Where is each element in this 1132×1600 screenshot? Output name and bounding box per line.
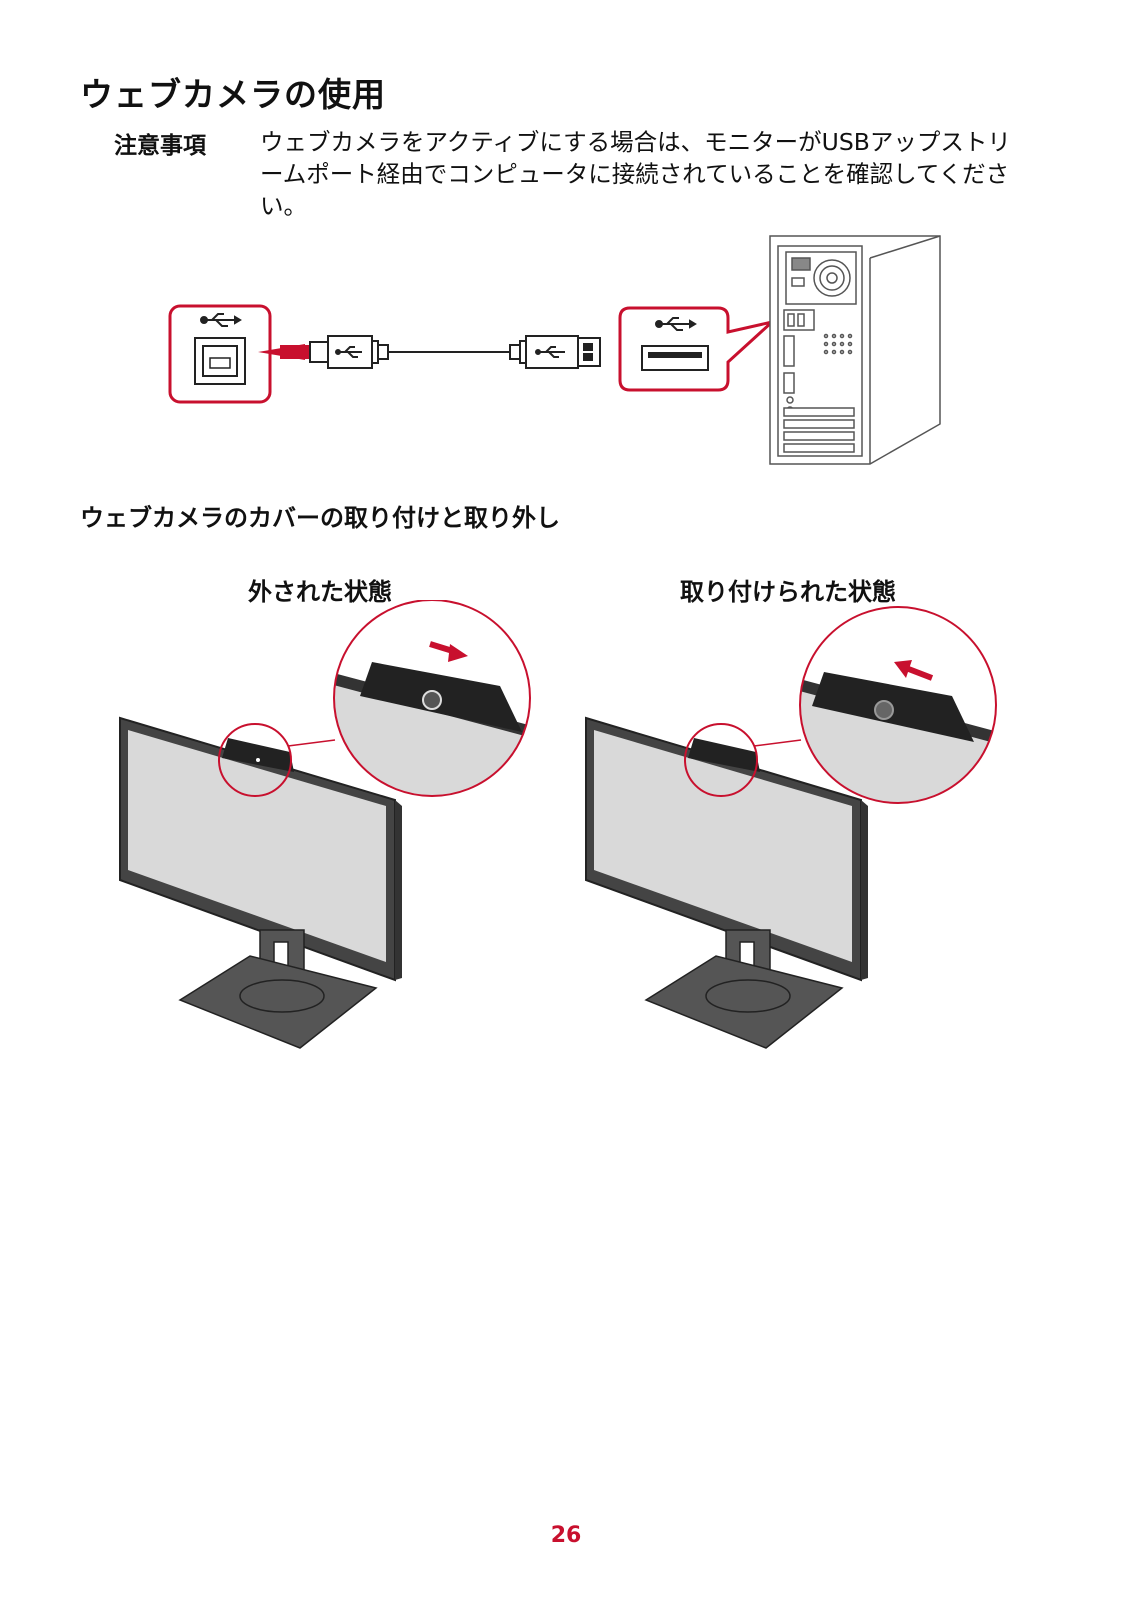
monitor-body bbox=[119, 716, 402, 982]
webcam-small bbox=[688, 738, 760, 772]
webcam-small bbox=[222, 738, 294, 772]
zoom-circle-small bbox=[684, 723, 758, 797]
usb-connection-illustration bbox=[168, 235, 941, 465]
note-label: 注意事項 bbox=[114, 133, 206, 159]
zoom-circle-small bbox=[218, 723, 292, 797]
page-number: 26 bbox=[550, 1523, 582, 1548]
zoom-circle-large bbox=[799, 606, 997, 804]
monitor-cover-attached-illustration bbox=[585, 606, 997, 1049]
pc-tower bbox=[769, 235, 941, 465]
page-title: ウェブカメラの使用 bbox=[80, 75, 386, 114]
camera-lens-icon bbox=[422, 690, 442, 710]
camera-lens-icon bbox=[874, 700, 894, 720]
label-cover-attached: 取り付けられた状態 bbox=[680, 578, 896, 606]
usb-b-plug bbox=[309, 335, 389, 369]
usb-a-plug bbox=[509, 335, 601, 369]
usb-a-port-callout bbox=[618, 306, 778, 392]
zoom-circle-large bbox=[333, 600, 531, 797]
slide-arrow-right-icon bbox=[429, 641, 468, 662]
monitor-cover-removed-illustration bbox=[119, 600, 531, 1049]
usb-symbol-icon bbox=[200, 313, 242, 327]
section-title-webcam-cover: ウェブカメラのカバーの取り付けと取り外し bbox=[80, 504, 560, 532]
label-cover-removed: 外された状態 bbox=[248, 578, 392, 606]
monitor-body bbox=[585, 716, 868, 982]
monitor-stand bbox=[644, 929, 844, 1049]
usb-b-port-callout bbox=[168, 304, 272, 404]
note-text: ウェブカメラをアクティブにする場合は、モニターがUSBアップストリームポート経由… bbox=[260, 128, 1011, 220]
monitor-stand bbox=[178, 929, 378, 1049]
slide-arrow-left-icon bbox=[894, 660, 934, 681]
